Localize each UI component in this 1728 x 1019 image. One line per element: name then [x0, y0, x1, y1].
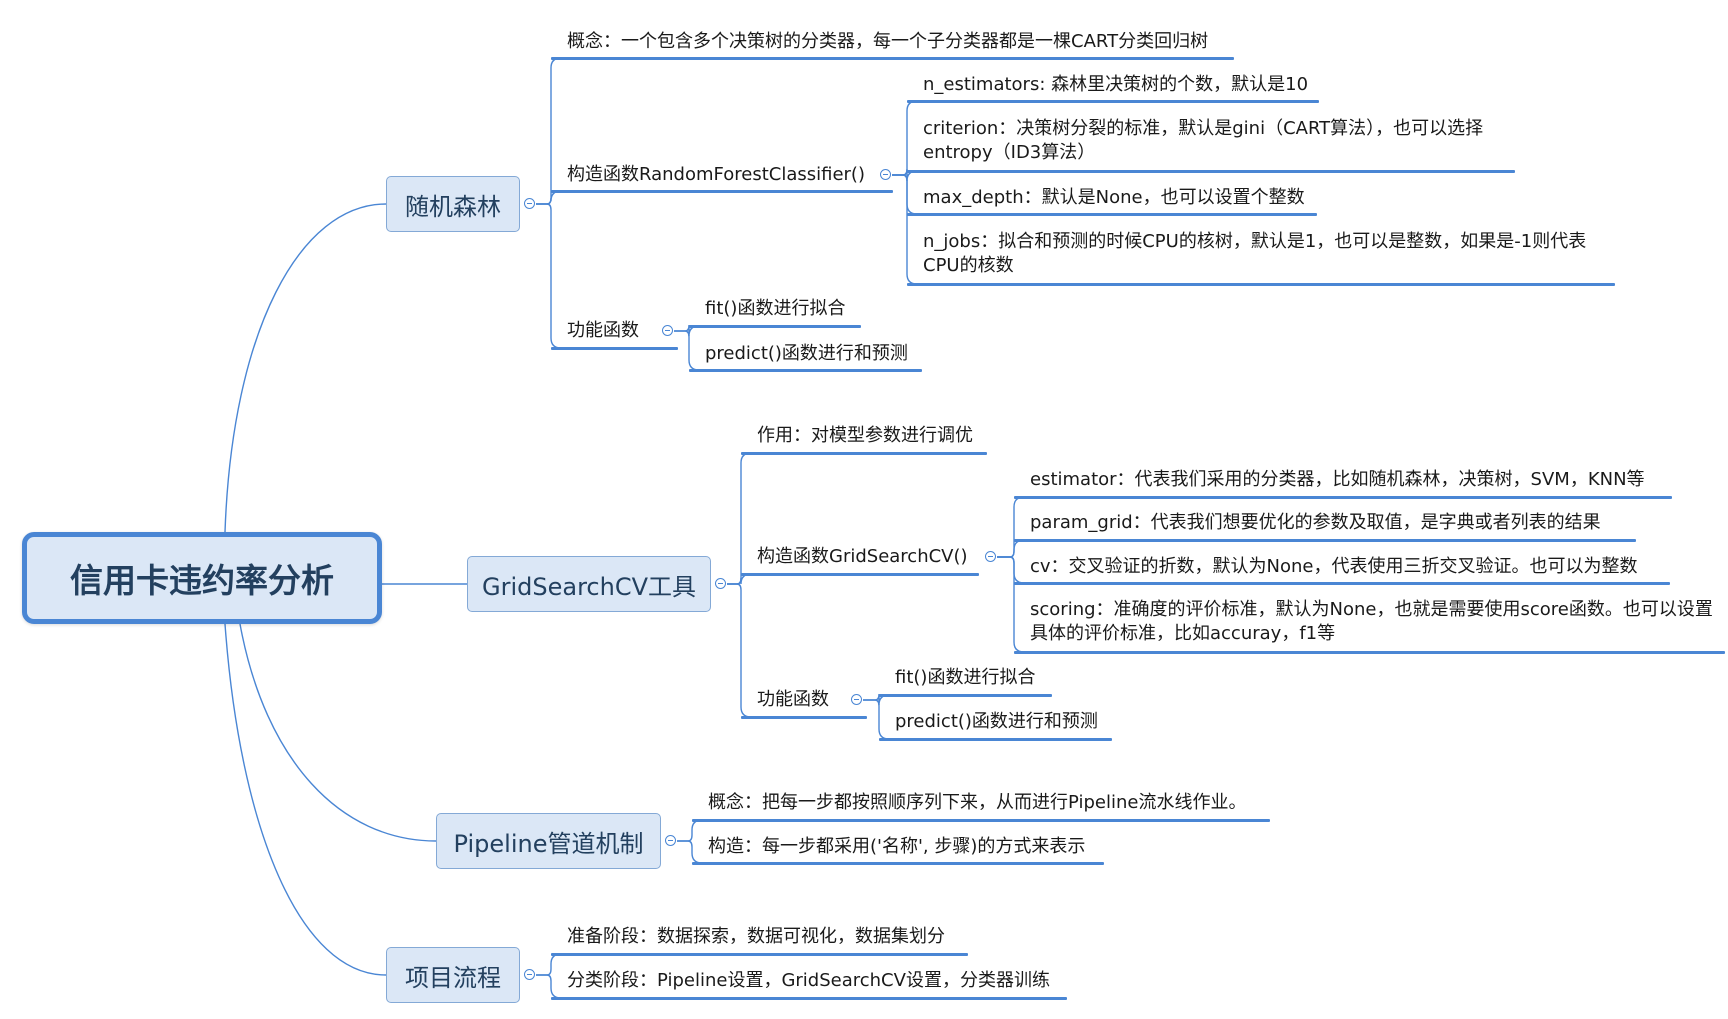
rf-predict[interactable]: predict()函数进行和预测 [705, 343, 908, 364]
topic-pipeline-label: Pipeline管道机制 [453, 829, 644, 858]
rf-param-n-estimators[interactable]: n_estimators: 森林里决策树的个数，默认是10 [923, 74, 1309, 95]
rf-predict-underline [689, 369, 922, 372]
rf-param-criterion[interactable]: criterion：决策树分裂的标准，默认是gini（CART算法），也可以选择… [923, 118, 1484, 163]
connector-gs-ctor-0 [997, 496, 1025, 558]
gs-param-grid[interactable]: param_grid：代表我们想要优化的参数及取值，是字典或者列表的结果 [1030, 512, 1601, 533]
gs-param-grid-underline [1014, 539, 1636, 542]
connector-gs-2 [727, 583, 752, 718]
gs-param-estimator[interactable]: estimator：代表我们采用的分类器，比如随机森林，决策树，SVM，KNN等 [1030, 469, 1645, 490]
rf-fit[interactable]: fit()函数进行拟合 [705, 298, 846, 319]
connector-gs-0 [727, 452, 752, 585]
connector-rf-2 [536, 203, 562, 349]
connector-rf-func-1 [674, 330, 700, 371]
pl-construct[interactable]: 构造：每一步都采用('名称', 步骤)的方式来表示 [708, 836, 1086, 857]
gs-fit[interactable]: fit()函数进行拟合 [895, 667, 1036, 688]
gs-param-cv-underline [1014, 582, 1670, 585]
connector-gs-ctor-3 [997, 556, 1025, 653]
connector-rf-ctor-2 [892, 174, 918, 215]
collapse-icon-gs-functions[interactable] [851, 694, 862, 705]
rf-concept-underline [551, 57, 1234, 60]
gs-constructor[interactable]: 构造函数GridSearchCV() [757, 546, 968, 567]
topic-random-forest-label: 随机森林 [405, 192, 501, 221]
gs-predict[interactable]: predict()函数进行和预测 [895, 711, 1098, 732]
connector-pl-0 [677, 819, 703, 842]
connector-pf-0 [536, 953, 562, 976]
gs-param-cv[interactable]: cv：交叉验证的折数，默认为None，代表使用三折交叉验证。也可以为整数 [1030, 556, 1638, 577]
rf-constructor-underline [551, 190, 893, 193]
pl-concept[interactable]: 概念：把每一步都按照顺序列下来，从而进行Pipeline流水线作业。 [708, 792, 1247, 813]
rf-param-n-jobs-underline [907, 283, 1615, 286]
rf-param-criterion-underline [907, 170, 1515, 173]
rf-constructor[interactable]: 构造函数RandomForestClassifier() [567, 164, 865, 185]
rf-fit-underline [689, 325, 861, 328]
connector-rf-0 [536, 57, 562, 205]
topic-project-flow[interactable]: 项目流程 [386, 947, 520, 1003]
collapse-icon-random-forest[interactable] [524, 198, 535, 209]
collapse-icon-gs-constructor[interactable] [985, 551, 996, 562]
connector-gs-func-1 [863, 699, 890, 740]
gs-functions[interactable]: 功能函数 [757, 689, 829, 710]
rf-param-max-depth-underline [907, 213, 1317, 216]
connector-pl-1 [677, 840, 703, 864]
pl-concept-underline [692, 819, 1270, 822]
topic-pipeline[interactable]: Pipeline管道机制 [436, 813, 661, 869]
connector-gs-ctor-2 [997, 556, 1025, 584]
pf-prep-underline [551, 953, 968, 956]
gs-constructor-underline [741, 573, 979, 576]
pf-classify[interactable]: 分类阶段：Pipeline设置，GridSearchCV设置，分类器训练 [567, 970, 1050, 991]
gs-purpose-underline [741, 452, 987, 455]
rf-concept[interactable]: 概念：一个包含多个决策树的分类器，每一个子分类器都是一棵CART分类回归树 [567, 31, 1209, 52]
rf-param-n-jobs[interactable]: n_jobs：拟合和预测的时候CPU的核树，默认是1，也可以是整数，如果是-1则… [923, 231, 1587, 276]
connector-rf-ctor-3 [892, 174, 918, 285]
gs-functions-underline [741, 716, 867, 719]
topic-project-flow-label: 项目流程 [405, 963, 501, 992]
root-topic[interactable]: 信用卡违约率分析 [22, 532, 382, 624]
collapse-icon-rf-constructor[interactable] [880, 169, 891, 180]
rf-param-n-estimators-underline [907, 100, 1319, 103]
gs-param-scoring[interactable]: scoring：准确度的评价标准，默认为None，也就是需要使用score函数。… [1030, 599, 1713, 644]
connector-rf-ctor-0 [892, 100, 918, 176]
pf-classify-underline [551, 997, 1067, 1000]
connector-gs-ctor-1 [997, 539, 1025, 558]
collapse-icon-project-flow[interactable] [524, 969, 535, 980]
rf-functions[interactable]: 功能函数 [567, 320, 639, 341]
connector-root-random-forest [224, 203, 387, 533]
gs-param-scoring-underline [1014, 651, 1725, 654]
pl-construct-underline [692, 862, 1104, 865]
gs-fit-underline [879, 694, 1052, 697]
topic-random-forest[interactable]: 随机森林 [386, 176, 520, 232]
topic-gridsearchcv-label: GridSearchCV工具 [482, 572, 696, 601]
topic-gridsearchcv[interactable]: GridSearchCV工具 [467, 556, 711, 612]
connector-root-pipeline [239, 623, 437, 842]
connector-pf-1 [536, 974, 562, 999]
collapse-icon-gridsearchcv[interactable] [715, 578, 726, 589]
gs-predict-underline [879, 738, 1112, 741]
connector-root-project-flow [224, 623, 387, 976]
root-topic-label: 信用卡违约率分析 [70, 561, 334, 600]
rf-param-max-depth[interactable]: max_depth：默认是None，也可以设置个整数 [923, 187, 1305, 208]
rf-functions-underline [551, 347, 678, 350]
gs-purpose[interactable]: 作用：对模型参数进行调优 [757, 425, 973, 446]
pf-prep[interactable]: 准备阶段：数据探索，数据可视化，数据集划分 [567, 926, 945, 947]
collapse-icon-pipeline[interactable] [665, 835, 676, 846]
gs-param-estimator-underline [1014, 496, 1672, 499]
collapse-icon-rf-functions[interactable] [662, 325, 673, 336]
